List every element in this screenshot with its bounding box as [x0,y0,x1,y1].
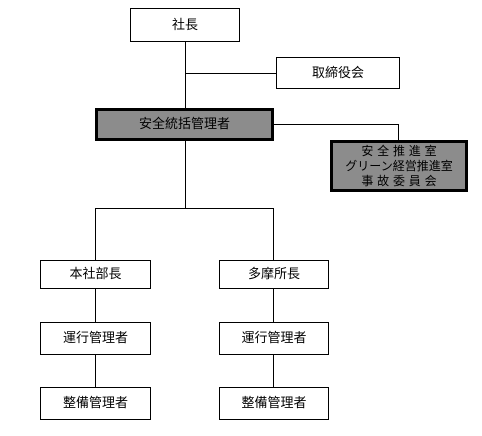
operations-manager-box-tama: 運行管理者 [219,322,329,355]
connector-branch-left-down [95,208,96,260]
green-management-office-label: グリーン経営推進室 [345,158,453,173]
president-box: 社長 [130,8,240,42]
safety-dept-box: 安 全 推 進 室 グリーン経営推進室 事 故 委 員 会 [330,140,468,192]
board-box: 取締役会 [276,57,400,89]
branch-head-box-honsha: 本社部長 [40,260,151,289]
connector-right-ops-maint [273,355,274,387]
connector-branch-horizontal [95,208,274,209]
connector-right-head-ops [273,288,274,322]
maintenance-manager-box-honsha: 整備管理者 [40,387,151,420]
connector-left-head-ops [95,288,96,322]
connector-manager-down [185,140,186,208]
branch-head-box-tama: 多摩所長 [219,260,329,289]
connector-safety-dept-down [398,124,399,140]
accident-committee-label: 事 故 委 員 会 [361,173,437,188]
connector-board-horizontal [185,73,276,74]
safety-promotion-office-label: 安 全 推 進 室 [361,143,437,158]
connector-branch-right-down [273,208,274,260]
safety-manager-box: 安全統括管理者 [95,108,274,141]
connector-left-ops-maint [95,355,96,387]
operations-manager-box-honsha: 運行管理者 [40,322,151,355]
maintenance-manager-box-tama: 整備管理者 [219,387,329,420]
connector-safety-horizontal [274,124,399,125]
connector-president-down [185,42,186,108]
